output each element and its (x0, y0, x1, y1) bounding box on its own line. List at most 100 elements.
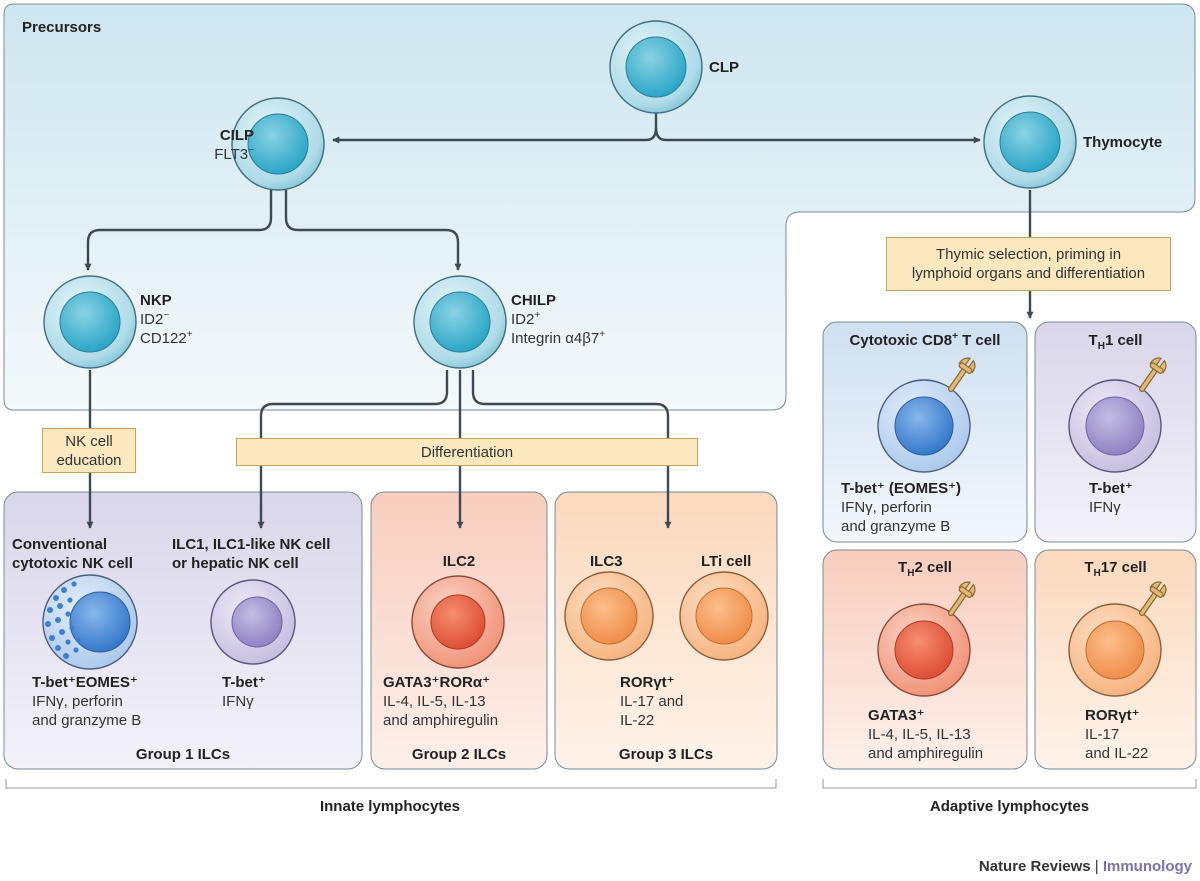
nk-cell (42, 574, 138, 670)
nk-education-line1: NK cell (65, 432, 113, 450)
journal-footer: Nature Reviews | Immunology (979, 858, 1192, 875)
th1-title-t: T (1088, 332, 1098, 349)
th17-title-post: 17 cell (1100, 559, 1147, 576)
innate-lymphocytes-label: Innate lymphocytes (319, 798, 461, 815)
chilp-name: CHILP (511, 292, 556, 309)
ilc3-title: ILC3 (590, 553, 623, 570)
group3-out2: IL-22 (620, 712, 655, 729)
nk-title-line1: Conventional (12, 536, 108, 553)
nkp-marker1-sign: − (163, 310, 170, 321)
ilc1-title-line1: ILC1, ILC1-like NK cell (172, 536, 331, 553)
thymic-line1: Thymic selection, priming in (935, 246, 1122, 263)
nkp-marker1: ID2− (140, 310, 193, 329)
th1-cell (1068, 355, 1169, 473)
precursors-title: Precursors (22, 19, 102, 36)
group2-label: Group 2 ILCs (411, 746, 507, 763)
thymocyte-label: Thymocyte (1083, 134, 1163, 151)
thymic-selection-box: Thymic selection, priming in lymphoid or… (886, 237, 1171, 291)
th17-title: TH17 cell (1035, 558, 1196, 579)
group1-label: Group 1 ILCs (135, 746, 231, 763)
th1-title-post: 1 cell (1104, 332, 1143, 349)
th17-title-t: T (1084, 559, 1094, 576)
lti-title: LTi cell (701, 553, 752, 570)
ilc1-tf: T-bet⁺ (222, 674, 266, 691)
nkp-name: NKP (140, 292, 172, 309)
th2-title: TH2 cell (823, 558, 1027, 579)
cd8-out2: and granzyme B (841, 518, 951, 535)
th17-out2: and IL-22 (1085, 745, 1149, 762)
chilp-marker2: Integrin α4β7+ (511, 329, 605, 348)
group3-tf: RORγt⁺ (620, 674, 675, 691)
ilc1-out1: IFNγ (222, 693, 254, 710)
nk-out2: and granzyme B (32, 712, 142, 729)
chilp-marker1-sign: + (534, 310, 541, 321)
th1-phenotype: T-bet⁺ IFNγ (1089, 479, 1133, 517)
th2-out1: IL-4, IL-5, IL-13 (868, 726, 971, 743)
nk-phenotype: T-bet⁺EOMES⁺ IFNγ, perforin and granzyme… (32, 673, 141, 730)
cilp-marker: FLT3− (190, 145, 254, 164)
th2-out2: and amphiregulin (868, 745, 984, 762)
thymic-line2: lymphoid organs and differentiation (911, 265, 1146, 282)
cd8-title-sup: + (952, 331, 958, 342)
cilp-labels: CILP FLT3− (190, 126, 254, 164)
differentiation-label: Differentiation (420, 443, 514, 461)
differentiation-box: Differentiation (236, 438, 698, 466)
ilc1-phenotype: T-bet⁺ IFNγ (222, 673, 266, 711)
th17-title-sub: H (1093, 568, 1101, 579)
group1-panel (3, 491, 363, 770)
chilp-marker2-text: Integrin α4β7 (511, 330, 600, 347)
group3-panel (554, 491, 778, 770)
nk-tf: T-bet⁺EOMES⁺ (32, 674, 138, 691)
ilc2-phenotype: GATA3⁺RORα⁺ IL-4, IL-5, IL-13 and amphir… (383, 673, 498, 730)
cd8-title-post: T cell (957, 332, 1001, 349)
group3-label: Group 3 ILCs (618, 746, 714, 763)
adaptive-lymphocytes-label: Adaptive lymphocytes (929, 798, 1090, 815)
nkp-marker2: CD122+ (140, 329, 193, 348)
nk-out1: IFNγ, perforin (32, 693, 123, 710)
ilc2-out2: and amphiregulin (383, 712, 499, 729)
group3-phenotype: RORγt⁺ IL-17 and IL-22 (620, 673, 683, 730)
cd8-title: Cytotoxic CD8+ T cell (823, 331, 1027, 350)
nk-title-line2: cytotoxic NK cell (12, 555, 133, 572)
cilp-marker-sign: − (248, 145, 254, 156)
th17-out1: IL-17 (1085, 726, 1120, 743)
th2-phenotype: GATA3⁺ IL-4, IL-5, IL-13 and amphireguli… (868, 706, 983, 763)
chilp-marker1-text: ID2 (511, 311, 535, 328)
th2-cell (877, 579, 978, 697)
nkp-marker2-sign: + (186, 329, 193, 340)
footer-section: Immunology (1102, 858, 1192, 875)
clp-label: CLP (709, 59, 739, 76)
granule-dots (45, 581, 81, 659)
chilp-cell (413, 275, 507, 369)
th1-tf: T-bet⁺ (1089, 480, 1133, 497)
nk-title: Conventional cytotoxic NK cell (12, 535, 133, 573)
ilc2-cell (411, 575, 505, 669)
nk-education-line2: education (56, 451, 122, 469)
th2-tf: GATA3⁺ (868, 707, 925, 724)
thymocyte-cell (983, 95, 1077, 189)
nkp-cell (43, 275, 137, 369)
ilc2-out1: IL-4, IL-5, IL-13 (383, 693, 486, 710)
group3-out1: IL-17 and (620, 693, 684, 710)
nk-education-box: NK cell education (42, 428, 136, 473)
th2-title-sub: H (907, 568, 915, 579)
th17-cell (1068, 579, 1169, 697)
chilp-marker1: ID2+ (511, 310, 605, 329)
cd8-out1: IFNγ, perforin (841, 499, 932, 516)
ilc1-cell (210, 579, 296, 665)
chilp-labels: CHILP ID2+ Integrin α4β7+ (511, 291, 605, 348)
th17-tf: RORγt⁺ (1085, 707, 1140, 724)
ilc2-tf: GATA3⁺RORα⁺ (383, 674, 490, 691)
cd8-cell (877, 355, 978, 473)
th2-title-t: T (898, 559, 908, 576)
cd8-phenotype: T-bet⁺ (EOMES⁺) IFNγ, perforin and granz… (841, 479, 961, 536)
th1-out1: IFNγ (1089, 499, 1121, 516)
ilc2-title: ILC2 (442, 553, 476, 570)
nkp-marker2-text: CD122 (140, 330, 187, 347)
chilp-marker2-sign: + (599, 329, 606, 340)
lti-cell (679, 571, 769, 661)
cilp-cell (231, 97, 325, 191)
cilp-marker-text: FLT3 (214, 146, 249, 163)
